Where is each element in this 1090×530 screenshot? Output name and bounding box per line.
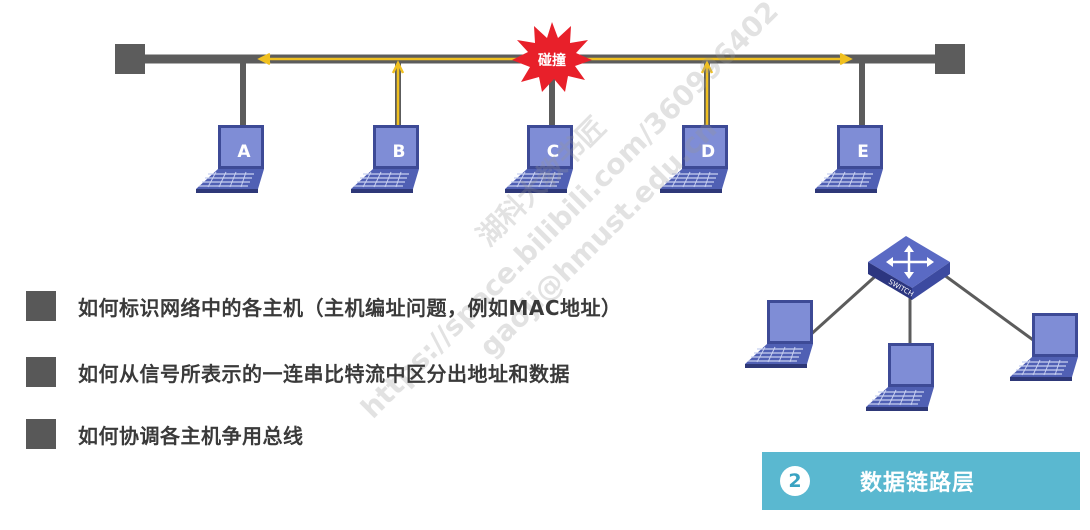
switch-host-left bbox=[744, 299, 814, 369]
layer-badge: 2 数据链路层 bbox=[762, 452, 1080, 510]
host-label-a: A bbox=[237, 142, 251, 162]
bullet-square-icon bbox=[26, 291, 56, 321]
host-b: B bbox=[350, 124, 420, 194]
bus-terminator-right bbox=[935, 44, 965, 74]
bullet-item: 如何从信号所表示的一连串比特流中区分出地址和数据 bbox=[26, 354, 570, 390]
host-d: D bbox=[659, 124, 729, 194]
bus-terminator-left bbox=[115, 44, 145, 74]
bullet-item: 如何标识网络中的各主机（主机编址问题，例如MAC地址） bbox=[26, 288, 622, 324]
host-a: A bbox=[195, 124, 265, 194]
switch-icon: SWITCH bbox=[868, 236, 950, 300]
collision-label: 碰撞 bbox=[538, 52, 566, 69]
host-label-c: C bbox=[547, 142, 559, 162]
bullet-text: 如何标识网络中的各主机（主机编址问题，例如MAC地址） bbox=[78, 295, 622, 320]
bullet-square-icon bbox=[26, 419, 56, 449]
bullet-text: 如何协调各主机争用总线 bbox=[78, 423, 304, 448]
host-label-e: E bbox=[857, 142, 869, 162]
host-c: C bbox=[504, 124, 574, 194]
collision-burst-icon: 碰撞 bbox=[512, 22, 592, 92]
host-label-b: B bbox=[393, 142, 406, 162]
bullet-text: 如何从信号所表示的一连串比特流中区分出地址和数据 bbox=[78, 361, 570, 386]
host-label-d: D bbox=[701, 142, 715, 162]
host-e: E bbox=[814, 124, 884, 194]
layer-title: 数据链路层 bbox=[860, 471, 976, 496]
switch-host-middle bbox=[865, 342, 935, 412]
layer-number: 2 bbox=[780, 466, 810, 496]
switch-host-right bbox=[1009, 312, 1079, 382]
bullet-square-icon bbox=[26, 357, 56, 387]
bullet-item: 如何协调各主机争用总线 bbox=[26, 416, 304, 452]
